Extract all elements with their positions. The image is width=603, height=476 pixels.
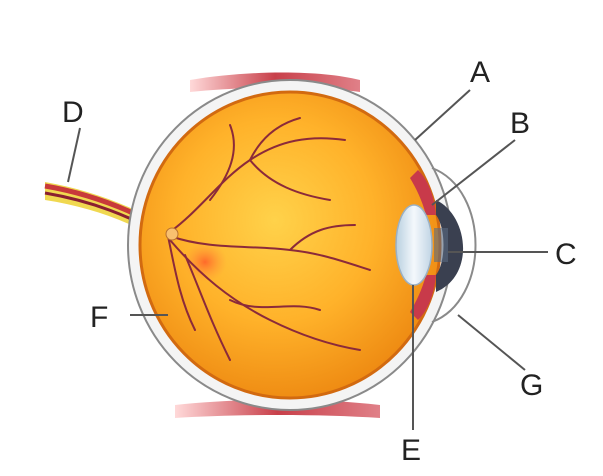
lens bbox=[396, 205, 432, 285]
leader-line-d bbox=[68, 128, 80, 182]
label-e: E bbox=[401, 434, 421, 467]
eyeball-body bbox=[140, 92, 440, 398]
label-d: D bbox=[62, 96, 84, 129]
label-c: C bbox=[555, 238, 577, 271]
optic-disc bbox=[166, 228, 178, 240]
label-f: F bbox=[90, 301, 108, 334]
leader-line-g bbox=[458, 315, 525, 370]
leader-line-a bbox=[415, 90, 470, 140]
label-b: B bbox=[510, 107, 530, 140]
label-a: A bbox=[470, 56, 490, 89]
leader-line-b bbox=[432, 140, 515, 205]
label-g: G bbox=[520, 369, 543, 402]
pupil-edge bbox=[434, 228, 448, 262]
